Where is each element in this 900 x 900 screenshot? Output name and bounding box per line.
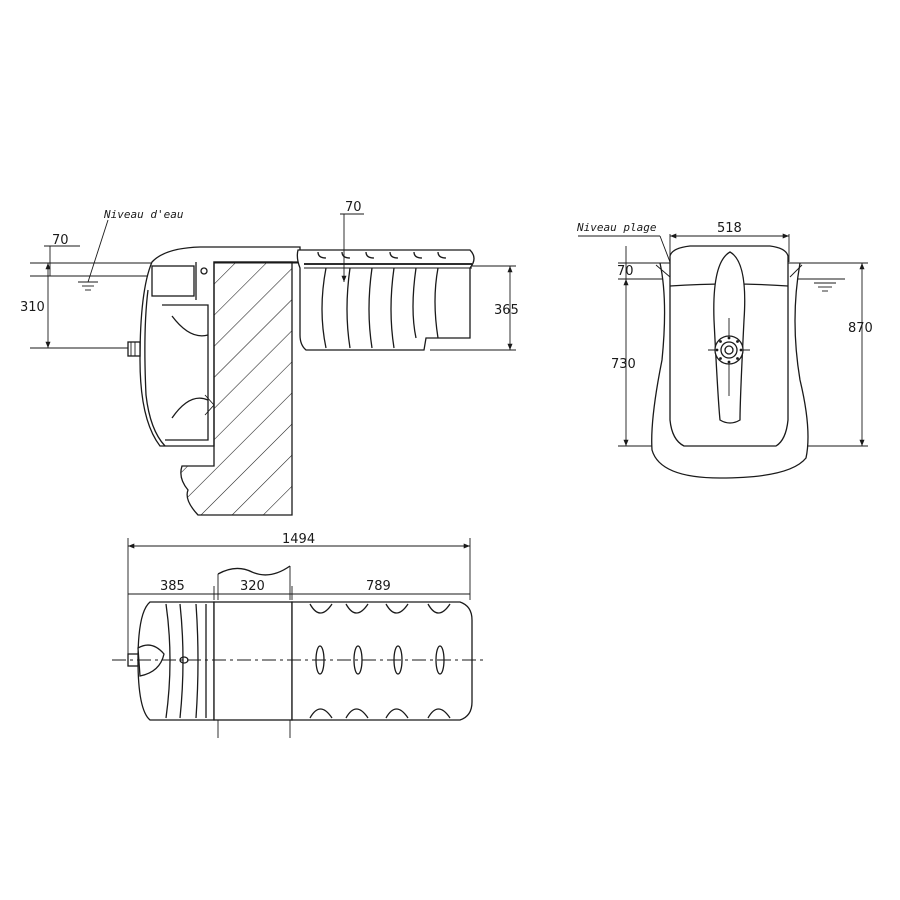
- outlet-flange-icon: [714, 335, 744, 365]
- wall-plan: [213, 601, 293, 721]
- dim-plan-skimmer-length: 385: [160, 579, 185, 594]
- tank-plan: [291, 601, 473, 721]
- dim-side-lid-offset: 70: [345, 200, 362, 215]
- front-view: Niveau plage 518: [576, 221, 873, 479]
- flange-bolts: [715, 336, 743, 364]
- dim-front-inner-height: 730: [611, 357, 636, 372]
- water-level-label: Niveau d'eau: [103, 208, 184, 221]
- dim-plan-wall-length: 320: [240, 579, 265, 594]
- side-view: Niveau d'eau 70 310: [20, 200, 519, 516]
- plan-view: 1494 385 320 789: [112, 532, 486, 738]
- dim-front-top-offset: 70: [617, 264, 634, 279]
- skimmer-lid: [151, 265, 195, 297]
- dim-plan-total-length: 1494: [282, 532, 315, 547]
- tank-body: [296, 249, 475, 351]
- dim-side-water-depth: 310: [20, 300, 45, 315]
- water-level-icon: [78, 219, 109, 291]
- skimmer-mouth: [137, 644, 165, 677]
- dim-front-width: 518: [717, 221, 742, 236]
- skimmer-body: [139, 246, 301, 447]
- dim-side-top-offset: 70: [52, 233, 69, 248]
- wall-break-line: [217, 565, 291, 576]
- dim-plan-tank-length: 789: [366, 579, 391, 594]
- pipe-fitting-icon: [127, 341, 141, 357]
- pool-wall: [180, 261, 293, 516]
- water-level-icon-front: [814, 282, 836, 292]
- dim-front-total-height: 870: [848, 321, 873, 336]
- screw-icon: [200, 267, 208, 275]
- beach-level-label: Niveau plage: [576, 221, 657, 234]
- dim-side-tank-height: 365: [494, 303, 519, 318]
- skimmer-plan: [137, 601, 215, 721]
